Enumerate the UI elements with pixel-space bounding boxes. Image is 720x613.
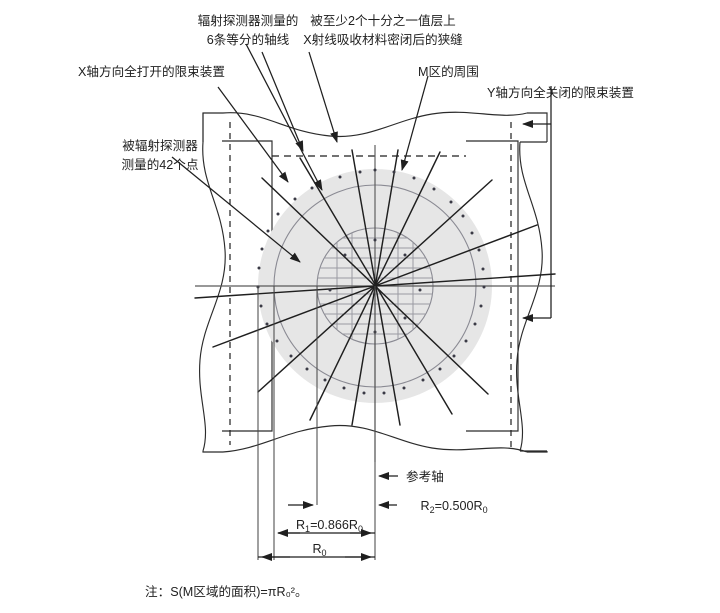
label-measured-points-line1: 被辐射探测器 [122,138,198,153]
leader-axes-lines [245,43,323,191]
label-measured-points-line2: 测量的42个点 [122,157,199,172]
label-reference-axis: 参考轴 [406,469,444,484]
dimension-arrows [258,472,398,561]
leader-measured-points [171,156,301,263]
label-r1: R1=0.866R0 [278,518,373,535]
label-m-region-perimeter: M区的周围 [418,64,479,79]
break-line-envelope [198,111,548,453]
label-slit-line1: 被至少2个十分之一值层上 [310,13,456,28]
label-axes-line1: 辐射探测器测量的 [198,13,299,28]
leader-lines [171,43,552,322]
leader-slit-b [308,51,338,143]
label-slit-line2: X射线吸收材料密闭后的狭缝 [303,32,463,47]
leader-slit-a [261,51,304,152]
measured-points-group [256,168,486,395]
footer-note: 注：S(M区域的面积)=πR₀²。 [145,584,308,599]
axis-ray-8 [299,157,453,415]
label-r2: R2=0.500R0 [403,499,498,516]
label-y-collimator: Y轴方向全关闭的限束装置 [487,85,634,100]
leader-m-perimeter [400,75,429,171]
label-axes-line2: 6条等分的轴线 [207,32,290,47]
label-x-collimator: X轴方向全打开的限束装置 [78,64,225,79]
leader-x-collimator [217,86,289,183]
label-r0: R0 [295,542,337,559]
dimension-extension-lines [257,286,376,560]
